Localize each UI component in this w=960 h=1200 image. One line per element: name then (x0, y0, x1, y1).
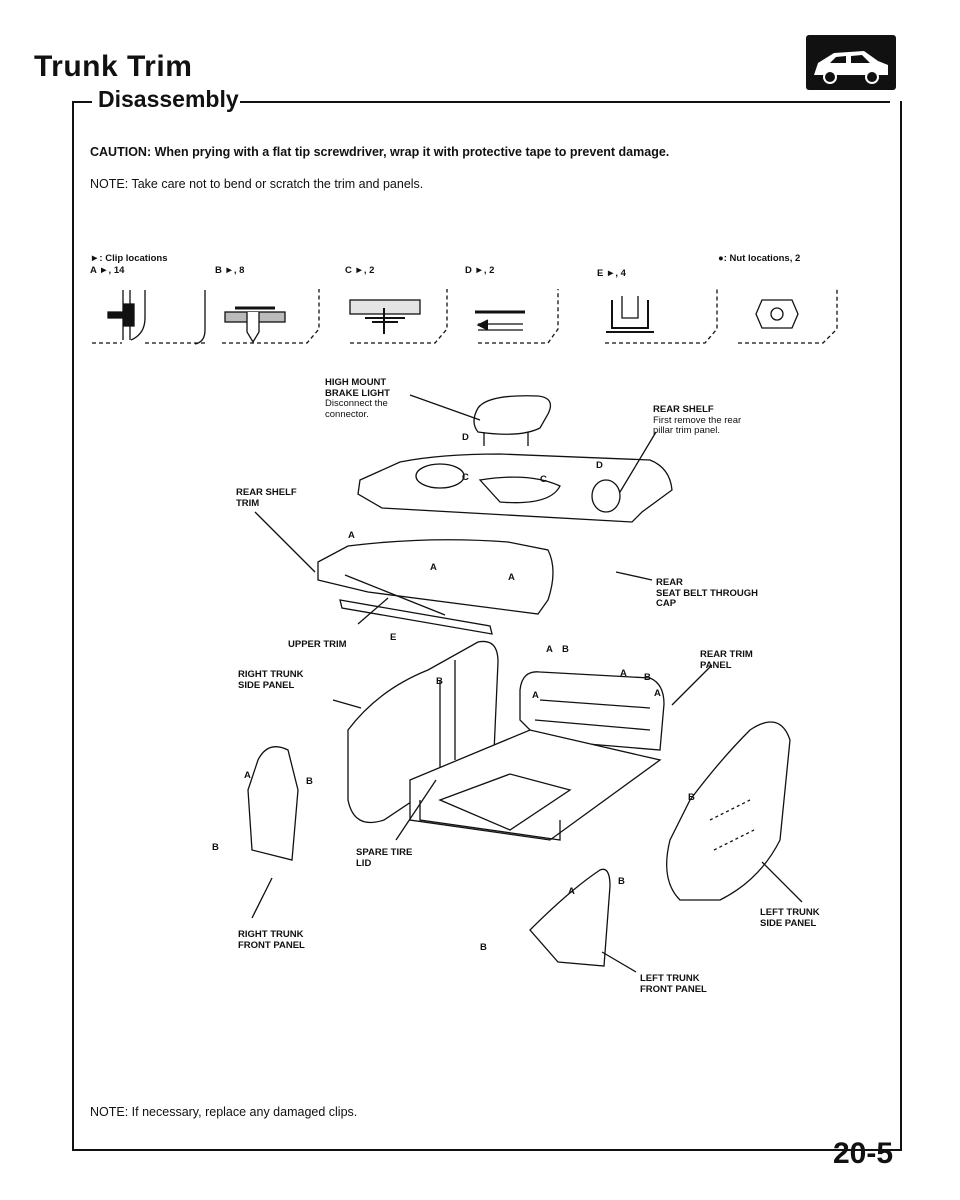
callout-rear-trim-panel: REAR TRIM PANEL (700, 649, 753, 671)
marker-b: B (480, 942, 487, 953)
callout-right-side-panel: RIGHT TRUNK SIDE PANEL (238, 669, 304, 691)
marker-a: A (546, 644, 553, 655)
callout-left-front-panel: LEFT TRUNK FRONT PANEL (640, 973, 707, 995)
marker-a: A (244, 770, 251, 781)
marker-b: B (562, 644, 569, 655)
clip-label-d: D ►, 2 (465, 265, 495, 276)
marker-d: D (596, 460, 603, 471)
callout-upper-trim: UPPER TRIM (288, 639, 347, 650)
marker-b: B (306, 776, 313, 787)
clip-label-b: B ►, 8 (215, 265, 245, 276)
marker-c: C (540, 474, 547, 485)
section-rule (72, 101, 92, 103)
marker-b: B (688, 792, 695, 803)
caution-text: CAUTION: When prying with a flat tip scr… (90, 145, 670, 159)
section-rule (240, 101, 890, 103)
clip-label-a: A ►, 14 (90, 265, 125, 276)
callout-brake-light-title: HIGH MOUNT BRAKE LIGHT (325, 377, 390, 399)
clip-legend: ►: Clip locations (90, 253, 168, 264)
clip-label-c: C ►, 2 (345, 265, 375, 276)
page-number: 20-5 (833, 1137, 894, 1170)
callout-rear-shelf-sub: First remove the rear pillar trim panel. (653, 414, 742, 436)
page-title: Trunk Trim (34, 50, 193, 83)
marker-a: A (430, 562, 437, 573)
note-bottom: NOTE: If necessary, replace any damaged … (90, 1105, 358, 1119)
callout-rear-shelf: REAR SHELF First remove the rear pillar … (653, 404, 742, 437)
marker-b: B (618, 876, 625, 887)
callout-rear-shelf-trim: REAR SHELF TRIM (236, 487, 297, 509)
section-title: Disassembly (98, 86, 239, 112)
marker-d: D (462, 432, 469, 443)
note-top: NOTE: Take care not to bend or scratch t… (90, 177, 424, 191)
marker-c: C (462, 472, 469, 483)
callout-left-side-panel: LEFT TRUNK SIDE PANEL (760, 907, 820, 929)
callout-brake-light: HIGH MOUNT BRAKE LIGHT Disconnect the co… (325, 377, 390, 420)
marker-b: B (212, 842, 219, 853)
marker-a: A (568, 886, 575, 897)
marker-a: A (348, 530, 355, 541)
marker-a: A (620, 668, 627, 679)
marker-b: B (436, 676, 443, 687)
callout-brake-light-sub: Disconnect the connector. (325, 398, 388, 420)
marker-a: A (654, 688, 661, 699)
marker-e: E (390, 632, 397, 643)
callout-right-front-panel: RIGHT TRUNK FRONT PANEL (238, 929, 305, 951)
marker-a: A (508, 572, 515, 583)
nut-legend: ●: Nut locations, 2 (718, 253, 801, 264)
clip-label-e: E ►, 4 (597, 268, 626, 279)
marker-b: B (644, 672, 651, 683)
marker-a: A (532, 690, 539, 701)
callout-seat-belt-cap: REAR SEAT BELT THROUGH CAP (656, 577, 759, 609)
callout-spare-tire-lid: SPARE TIRE LID (356, 847, 413, 869)
content-frame (72, 101, 902, 1151)
car-body-icon (806, 35, 896, 90)
callout-rear-shelf-title: REAR SHELF (653, 404, 714, 415)
